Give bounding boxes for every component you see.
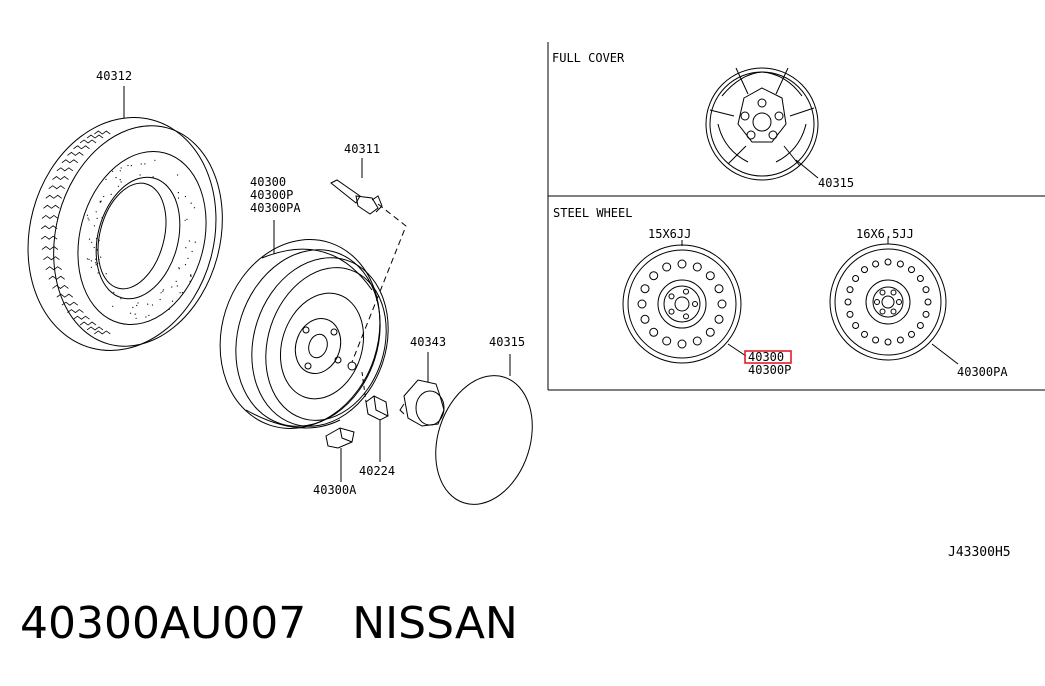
wheel-part-label-a[interactable]: 40300 [250,175,286,189]
wheel-part-label-b[interactable]: 40300P [250,188,293,202]
wheel-part-label-c[interactable]: 40300PA [250,201,301,215]
diagram-code: J43300H5 [948,545,1011,560]
tire-part-label[interactable]: 40312 [96,69,132,83]
footer-part-number: 40300AU007 [20,598,307,649]
weight-part-label[interactable]: 40300A [313,483,357,497]
balance-weight-drawing[interactable] [325,427,355,482]
full-cover-section-title: FULL COVER [552,51,625,65]
footer-title: 40300AU007 NISSAN [20,598,518,649]
steel-wheel-15-drawing[interactable] [622,240,747,364]
steel-wheel-section-title: STEEL WHEEL [553,206,632,220]
full-cover-drawing[interactable] [705,67,819,181]
valve-stem-drawing[interactable] [330,179,407,363]
panel-frames [547,42,1045,391]
wheel1-size-label: 15X6JJ [648,227,691,241]
wheel1-part-label-b[interactable]: 40300P [748,363,791,377]
wheel2-part-label[interactable]: 40300PA [957,365,1008,379]
wheel2-size-label: 16X6.5JJ [856,227,914,241]
highlight-box [744,350,792,364]
tire-drawing[interactable] [3,96,247,372]
wheel1-part-label-a[interactable]: 40300 [748,350,784,364]
center-cap-drawing[interactable] [399,352,445,427]
full-cover-part-label[interactable]: 40315 [818,176,854,190]
cover-part-label[interactable]: 40315 [489,335,525,349]
nut-part-label[interactable]: 40224 [359,464,395,478]
footer-brand: NISSAN [352,598,518,649]
cap-part-label[interactable]: 40343 [410,335,446,349]
wheel-nut-drawing[interactable] [361,371,389,462]
wheel-drawing[interactable] [196,219,409,450]
wheel-cover-drawing[interactable] [420,354,548,517]
steel-wheel-16-drawing[interactable] [829,238,959,365]
valve-part-label[interactable]: 40311 [344,142,380,156]
